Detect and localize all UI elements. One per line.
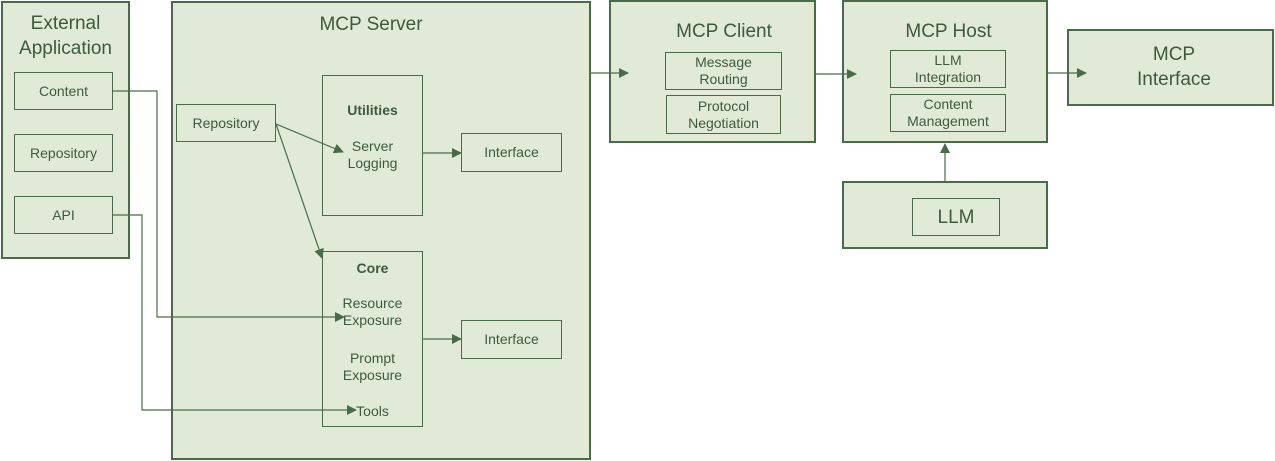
resource-exposure-label: Resource Exposure <box>342 295 403 328</box>
external-api-box: API <box>14 196 113 234</box>
mcp-client-title: MCP Client <box>676 21 772 42</box>
server-logging-label: Server Logging <box>347 138 398 171</box>
core-box <box>322 251 423 427</box>
external-repository-box: Repository <box>14 134 113 172</box>
repository-to-utilities-arrow <box>275 123 344 154</box>
mcp-interface-title: MCP Interface <box>1137 44 1211 90</box>
api-to-tools-arrow <box>113 214 357 415</box>
interface-bottom-box: Interface <box>461 320 562 359</box>
protocol-negotiation-box: Protocol Negotiation <box>666 95 781 134</box>
external-content-box: Content <box>14 72 113 110</box>
content-to-resource-arrow <box>113 90 345 322</box>
mcp-interface-panel <box>1067 29 1274 106</box>
utilities-heading: Utilities <box>347 102 398 118</box>
external-application-title: External Application <box>19 13 112 59</box>
mcp-host-title: MCP Host <box>905 21 992 42</box>
llm-integration-box: LLM Integration <box>890 50 1006 88</box>
interface-top-box: Interface <box>461 133 562 172</box>
prompt-exposure-label: Prompt Exposure <box>342 350 403 383</box>
repository-to-core-arrow <box>275 123 324 259</box>
tools-label: Tools <box>356 403 389 419</box>
core-heading: Core <box>356 260 389 276</box>
server-repository-box: Repository <box>176 104 276 142</box>
content-management-box: Content Management <box>890 94 1006 132</box>
mcp-server-title: MCP Server <box>319 14 423 35</box>
llm-box: LLM <box>912 198 1000 236</box>
message-routing-box: Message Routing <box>665 52 782 90</box>
